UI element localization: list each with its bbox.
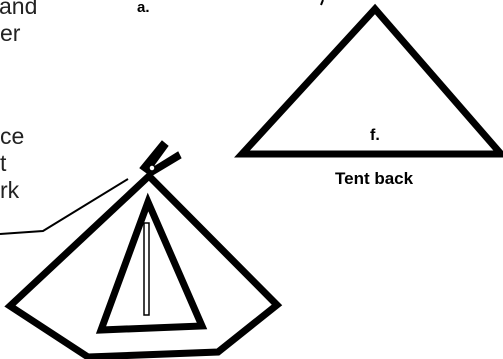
top-label: a. — [137, 0, 150, 16]
back-panel-caption: Tent back — [335, 169, 414, 188]
side-text-line-1: ce — [0, 123, 25, 149]
leader-line — [0, 178, 129, 235]
side-text-line-3: rk — [0, 177, 20, 203]
clothes-peg-icon — [139, 140, 182, 177]
tent-door-triangle — [95, 192, 208, 334]
intro-text-line-2: er — [0, 20, 21, 46]
top-tick-mark — [320, 0, 324, 6]
back-panel-label: f. — [370, 127, 380, 144]
side-text: ce t rk — [0, 123, 24, 204]
side-text-line-2: t — [0, 150, 7, 176]
tent-back-triangle — [234, 3, 503, 158]
intro-text-line-1: and — [0, 0, 38, 19]
tent-outline — [4, 171, 283, 359]
intro-text: and er — [0, 0, 37, 47]
tent-pole — [143, 222, 150, 316]
